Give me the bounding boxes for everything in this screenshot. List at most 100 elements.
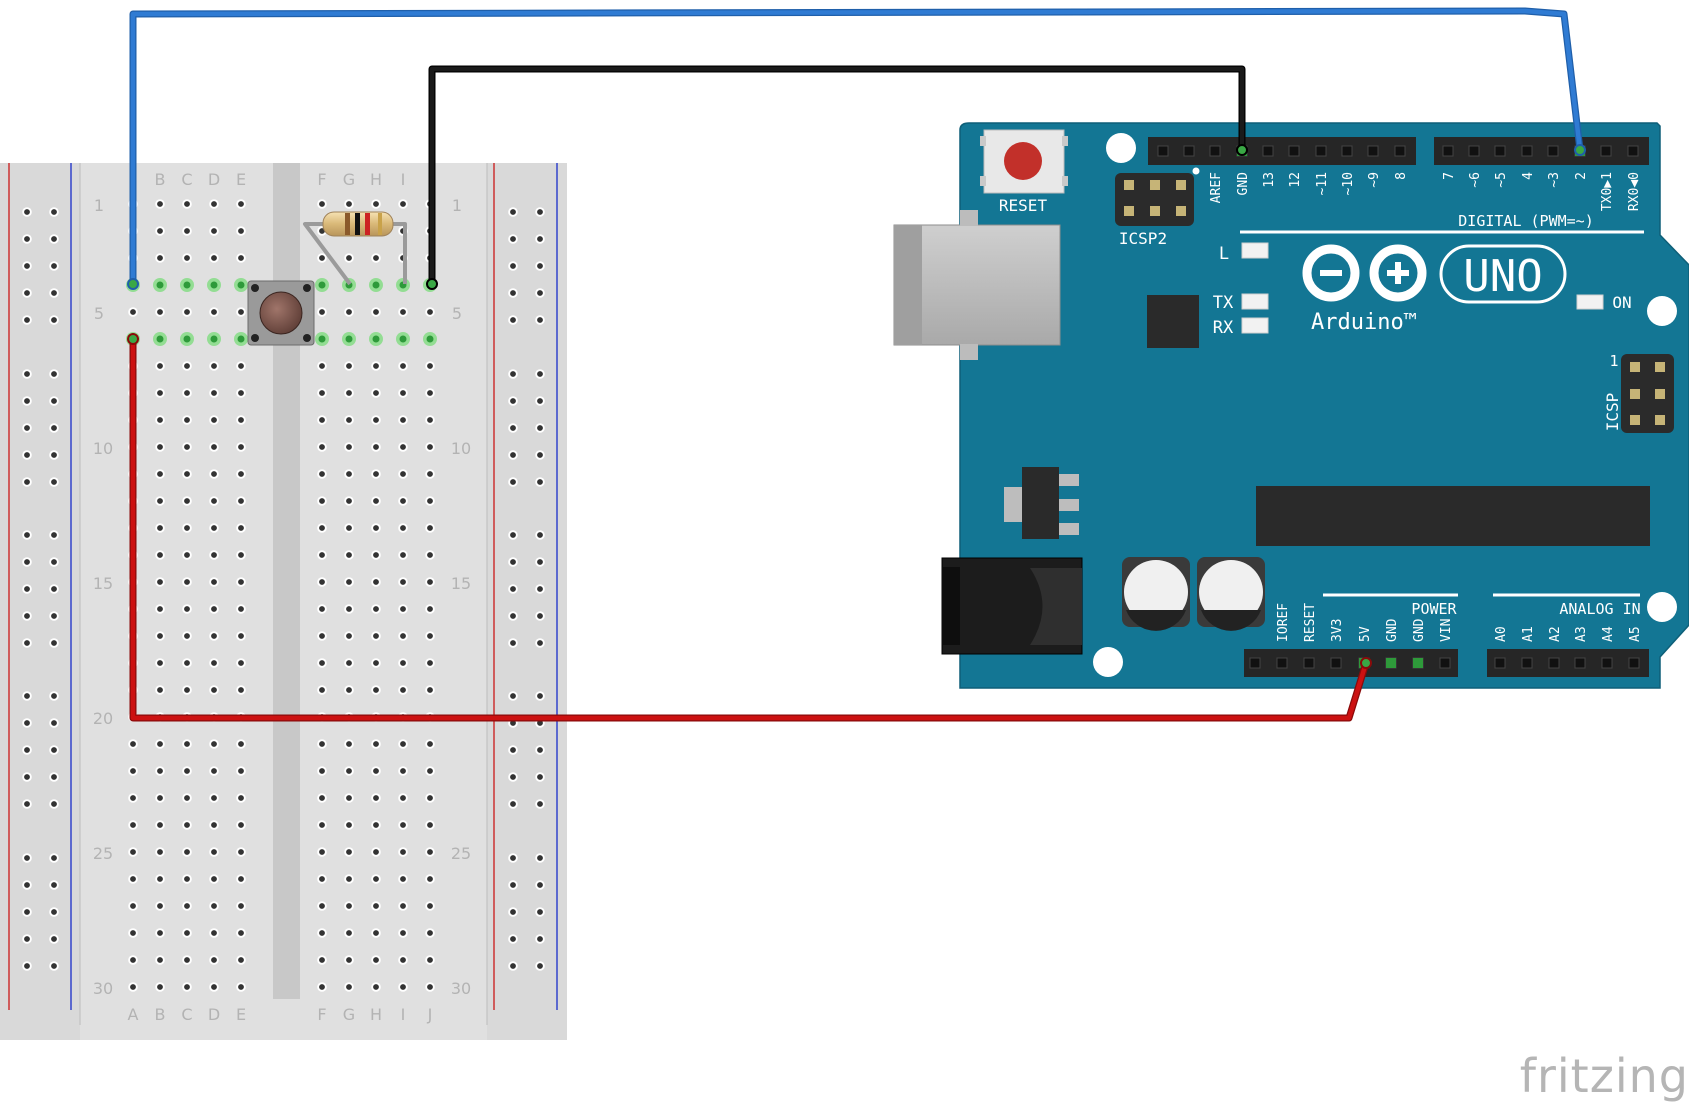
hole-center: [373, 633, 379, 639]
hole-center: [400, 876, 406, 882]
rail-hole-center: [24, 263, 30, 269]
hole-center: [319, 849, 325, 855]
hole-center: [319, 579, 325, 585]
rail-hole-center: [537, 425, 543, 431]
hole-center: [184, 363, 190, 369]
analog-pin-label: A4: [1601, 626, 1616, 642]
arduino-logo: UNO Arduino™: [1302, 244, 1567, 335]
push-button: [247, 280, 315, 346]
rail-hole-center: [24, 209, 30, 215]
power-pin-label: 5V: [1358, 626, 1373, 642]
header-pin: [1288, 145, 1300, 157]
column-letters-bottom: A B C D E F G H I J: [128, 1005, 433, 1024]
row-label-25: 25: [93, 844, 113, 863]
hole-center: [400, 444, 406, 450]
rail-hole-center: [24, 452, 30, 458]
rail-hole-center: [51, 263, 57, 269]
col-label-e: E: [236, 170, 246, 189]
hole-center: [157, 930, 163, 936]
rail-hole-center: [510, 371, 516, 377]
push-button-leg: [251, 284, 259, 292]
hole-center: [238, 444, 244, 450]
header-pin: [1315, 145, 1327, 157]
analog-pin-label: A2: [1548, 626, 1563, 642]
hole-center: [184, 876, 190, 882]
hole-center: [184, 552, 190, 558]
icsp2-pin: [1176, 180, 1186, 190]
hole-center: [346, 633, 352, 639]
rail-hole-center: [537, 720, 543, 726]
hole-center: [157, 498, 163, 504]
hole-center: [373, 552, 379, 558]
digital-pin-label: 2: [1574, 172, 1589, 180]
rail-hole-center: [510, 479, 516, 485]
hole-center: [157, 876, 163, 882]
reset-label: RESET: [999, 196, 1048, 215]
icsp2-label: ICSP2: [1119, 229, 1167, 248]
header-pin: [1494, 145, 1506, 157]
icsp-pin1-label: 1: [1609, 352, 1618, 370]
wire-ground: [429, 66, 1245, 284]
rail-hole-center: [51, 909, 57, 915]
icsp2-pin: [1150, 180, 1160, 190]
hole-center: [184, 309, 190, 315]
hole-center: [238, 795, 244, 801]
hole-center: [184, 390, 190, 396]
hole-center: [184, 606, 190, 612]
rail-hole-center: [24, 855, 30, 861]
rail-hole-center: [510, 936, 516, 942]
row-label-30-right: 30: [451, 979, 471, 998]
digital-header-label: DIGITAL (PWM=~): [1458, 212, 1593, 230]
power-pin-label: GND: [1385, 618, 1400, 642]
rail-hole-center: [24, 425, 30, 431]
hole-center: [130, 795, 136, 801]
hole-center: [427, 552, 433, 558]
hole-center: [346, 417, 352, 423]
rail-hole-center: [24, 909, 30, 915]
hole-center: [184, 633, 190, 639]
analog-pin-label: A1: [1521, 626, 1536, 642]
hole-center: [184, 228, 190, 234]
row-label-5: 5: [94, 304, 104, 323]
hole-center: [373, 309, 379, 315]
hole-center: [346, 498, 352, 504]
rail-hole-center: [51, 479, 57, 485]
capacitor-top: [1124, 560, 1188, 624]
hole-center: [184, 579, 190, 585]
hole-center: [400, 579, 406, 585]
hole-center: [130, 741, 136, 747]
capacitor-stripe: [1201, 610, 1261, 631]
led-on: [1576, 294, 1604, 310]
rail-hole-center: [51, 640, 57, 646]
usb-connector-tab: [960, 344, 978, 360]
header-pin: [1209, 145, 1221, 157]
hole-center: [319, 984, 325, 990]
hole-center: [157, 795, 163, 801]
power-pin-label: RESET: [1303, 603, 1318, 642]
connected-hole-center: [345, 335, 353, 343]
header-pin: [1303, 657, 1315, 669]
connected-hole-center: [372, 335, 380, 343]
power-rail-holes: [22, 207, 545, 971]
hole-center: [130, 822, 136, 828]
rail-hole-center: [24, 371, 30, 377]
reset-button-tab: [1062, 176, 1068, 186]
hole-center: [427, 660, 433, 666]
icsp-pin: [1655, 415, 1665, 425]
hole-center: [427, 417, 433, 423]
hole-center: [184, 444, 190, 450]
hole-center: [157, 363, 163, 369]
hole-center: [157, 579, 163, 585]
hole-center: [427, 687, 433, 693]
row-label-5-right: 5: [452, 304, 462, 323]
hole-center: [400, 984, 406, 990]
hole-center: [346, 930, 352, 936]
icsp2-pin: [1176, 206, 1186, 216]
hole-center: [157, 471, 163, 477]
pin-marker-dot: [1192, 167, 1200, 175]
icsp-label: ICSP: [1603, 393, 1622, 432]
hole-center: [400, 768, 406, 774]
hole-center: [373, 768, 379, 774]
hole-center: [184, 687, 190, 693]
rail-hole-center: [24, 236, 30, 242]
